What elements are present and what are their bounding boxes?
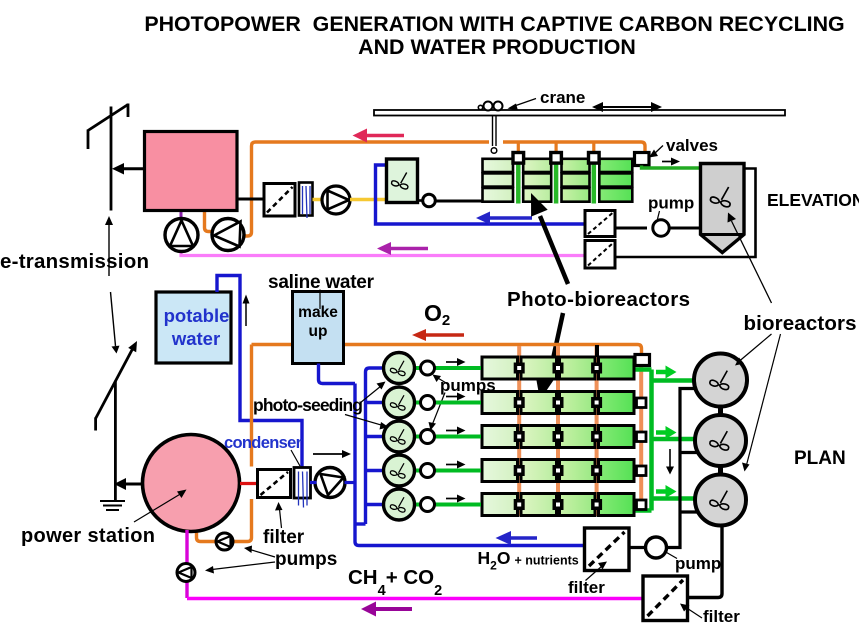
svg-text:H2O+ nutrients: H2O+ nutrients [478,548,579,573]
svg-text:condenser: condenser [224,434,303,452]
svg-text:pumps: pumps [275,549,337,570]
svg-text:bioreactors: bioreactors [744,312,857,335]
svg-text:saline water: saline water [268,272,375,293]
svg-text:make: make [298,304,338,321]
svg-text:PHOTOPOWER GENERATION WITH CA: PHOTOPOWER GENERATION WITH CAPTIVE CARBO… [144,12,844,36]
svg-text:filter: filter [568,578,605,597]
svg-text:crane: crane [540,88,585,107]
svg-text:CH4+ CO2: CH4+ CO2 [348,566,442,599]
svg-text:Photo-bioreactors: Photo-bioreactors [507,288,690,311]
svg-text:filter: filter [703,607,740,626]
svg-text:pump: pump [675,554,721,573]
svg-text:photo-seeding: photo-seeding [253,395,363,415]
svg-text:power station: power station [21,525,155,547]
svg-text:PLAN: PLAN [794,448,846,469]
svg-text:pump: pump [648,194,694,213]
svg-text:filter: filter [263,527,305,548]
svg-text:up: up [309,323,328,340]
svg-text:e-transmission: e-transmission [0,250,149,273]
svg-text:ELEVATION: ELEVATION [767,190,859,210]
svg-text:O2: O2 [424,300,450,329]
svg-text:potable: potable [164,305,230,326]
svg-text:AND WATER PRODUCTION: AND WATER PRODUCTION [358,35,636,59]
svg-text:valves: valves [666,136,718,155]
svg-text:water: water [171,328,220,349]
